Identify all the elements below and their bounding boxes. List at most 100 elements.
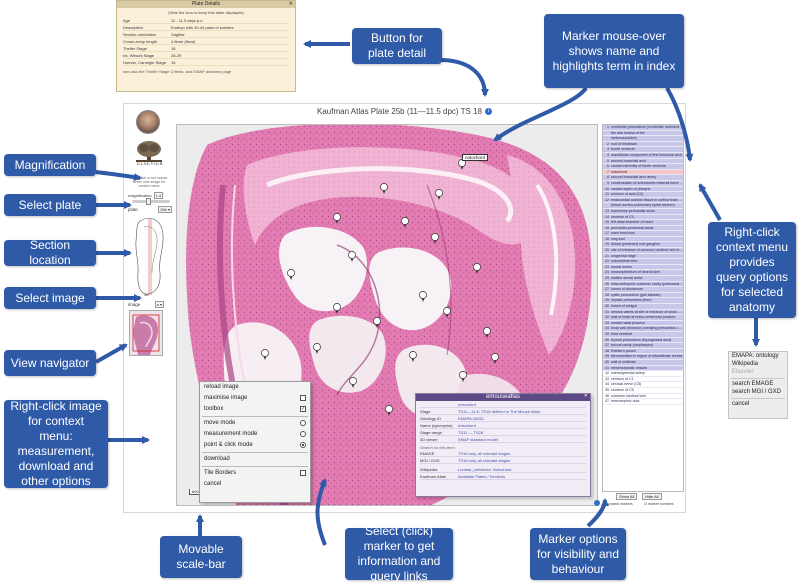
anatomy-marker-pin[interactable] bbox=[333, 213, 341, 224]
section-location-figure[interactable]: 25b bbox=[130, 215, 170, 297]
anatomy-marker-pin[interactable] bbox=[419, 291, 427, 302]
magnification-slider-handle[interactable] bbox=[146, 198, 151, 205]
anatomy-marker-pin[interactable] bbox=[473, 263, 481, 274]
row-value[interactable]: TS18 only, all relevant stages bbox=[458, 457, 511, 463]
checkbox[interactable] bbox=[300, 470, 306, 476]
anatomy-marker-pin[interactable] bbox=[313, 343, 321, 354]
context-menu-item[interactable]: point & click mode bbox=[200, 440, 310, 451]
query-menu-item[interactable]: cancel bbox=[732, 401, 750, 407]
show-all-button[interactable]: Show All bbox=[616, 493, 638, 500]
anatomy-marker-pin[interactable] bbox=[287, 269, 295, 280]
query-menu-item[interactable]: search MGI / GXD bbox=[732, 389, 782, 395]
row-value[interactable]: TS18 only, all relevant stages bbox=[458, 450, 511, 456]
anatomy-marker-pin[interactable] bbox=[409, 351, 417, 362]
row-value[interactable]: EMAP standard model bbox=[458, 436, 498, 442]
anatomy-marker-pin[interactable] bbox=[385, 405, 393, 416]
context-menu-item[interactable]: download bbox=[200, 454, 310, 465]
anatomy-marker-pin[interactable] bbox=[261, 349, 269, 360]
anatomy-marker-pin[interactable] bbox=[443, 307, 451, 318]
radio-button[interactable] bbox=[300, 442, 306, 448]
anatomy-marker-pin[interactable] bbox=[435, 189, 443, 200]
row-value[interactable]: TS11—11.5, TS18 defined in The Mouse Atl… bbox=[458, 408, 540, 414]
radio-button[interactable] bbox=[300, 431, 306, 437]
anatomy-marker-pin[interactable] bbox=[483, 327, 491, 338]
plate-detail-info-icon[interactable]: i bbox=[485, 108, 492, 116]
magnification-value[interactable]: 1.4 bbox=[153, 192, 164, 199]
anatomy-marker-pin[interactable] bbox=[373, 317, 381, 328]
context-menu-item[interactable]: reload image bbox=[200, 382, 310, 393]
index-item[interactable]: (future aortico-pulmonary spiral septum) bbox=[603, 203, 683, 209]
anatomy-marker-pin[interactable] bbox=[431, 233, 439, 244]
anatomy-marker-pin[interactable] bbox=[459, 371, 467, 382]
row-value[interactable]: notochord bbox=[458, 422, 476, 428]
anatomy-marker-pin[interactable] bbox=[333, 303, 341, 314]
query-menu-item[interactable]: EMAPA: ontology bbox=[732, 353, 779, 359]
row-value[interactable]: Available Plates / Sections bbox=[458, 473, 506, 479]
context-menu-item[interactable]: toolbox✓ bbox=[200, 404, 310, 415]
radio-button[interactable] bbox=[300, 420, 306, 426]
anatomy-marker-pin[interactable] bbox=[349, 377, 357, 388]
context-menu-item[interactable]: maximise image bbox=[200, 393, 310, 404]
query-menu-item[interactable]: Wikipedia bbox=[732, 361, 759, 367]
anatomy-marker-pin[interactable] bbox=[348, 251, 356, 262]
row-value[interactable]: Lumbar_vertebrae, Notochord bbox=[458, 466, 512, 472]
row-value[interactable]: notochord bbox=[458, 401, 476, 407]
context-menu-item[interactable]: move mode bbox=[200, 418, 310, 429]
index-item[interactable]: metencephalon) bbox=[603, 136, 683, 142]
magnification-slider[interactable] bbox=[132, 198, 170, 205]
index-item[interactable]: the alar lamina of the bbox=[603, 130, 683, 137]
row-value[interactable]: EMAPA:16261 bbox=[458, 415, 484, 421]
anatomy-marker-pin[interactable] bbox=[380, 183, 388, 194]
anatomy-marker-pin[interactable] bbox=[401, 217, 409, 228]
closest-markers-option[interactable]: ☑ closest markers bbox=[604, 502, 633, 506]
context-menu-item[interactable]: cancel bbox=[200, 479, 310, 490]
context-menu-item[interactable]: Tile Borders bbox=[200, 468, 310, 479]
anatomy-marker-pin[interactable] bbox=[491, 353, 499, 364]
anatomy-marker-pin[interactable] bbox=[458, 159, 466, 170]
plate-details-footer[interactable]: see also the Theiler Stage Criteria, and… bbox=[123, 69, 232, 74]
checkbox[interactable] bbox=[300, 395, 306, 401]
view-navigator[interactable] bbox=[129, 310, 163, 356]
plate-select[interactable]: 25b ▾ bbox=[158, 206, 172, 213]
close-icon[interactable]: ✕ bbox=[583, 393, 588, 399]
